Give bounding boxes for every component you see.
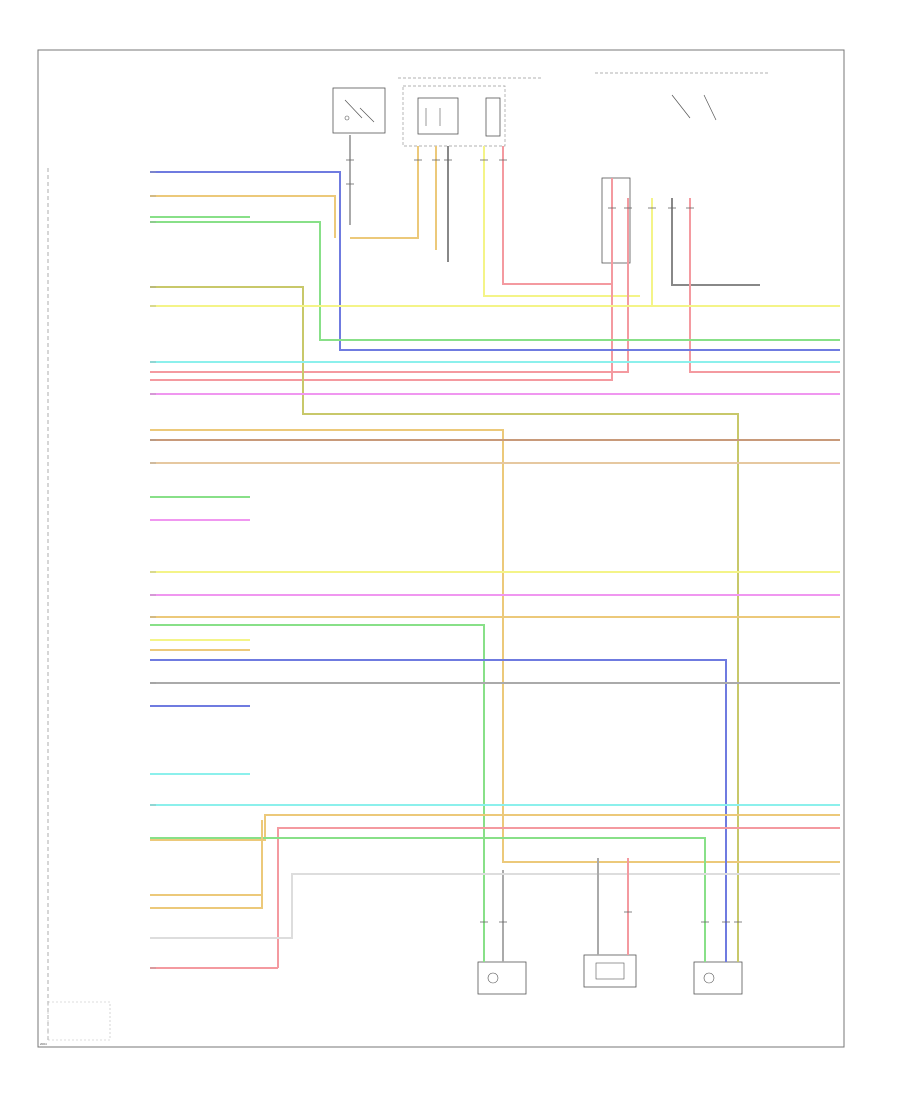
relay-component (332, 87, 386, 134)
connector-marks (346, 159, 742, 923)
clutch-pedal-position-sensor (693, 961, 743, 995)
diagram-frame (37, 49, 845, 1048)
junction-box-component (398, 77, 543, 147)
legend-box (47, 1001, 111, 1041)
vertical-wires (150, 135, 840, 969)
ecm-pin-marks (150, 171, 156, 969)
switch-component (595, 72, 770, 264)
fuel-tank-pressure-sensor (477, 961, 527, 995)
diagram-caption: 2004 (40, 1042, 47, 1046)
evap-canister-vent-valve (583, 954, 637, 988)
horizontal-wires (150, 216, 840, 896)
